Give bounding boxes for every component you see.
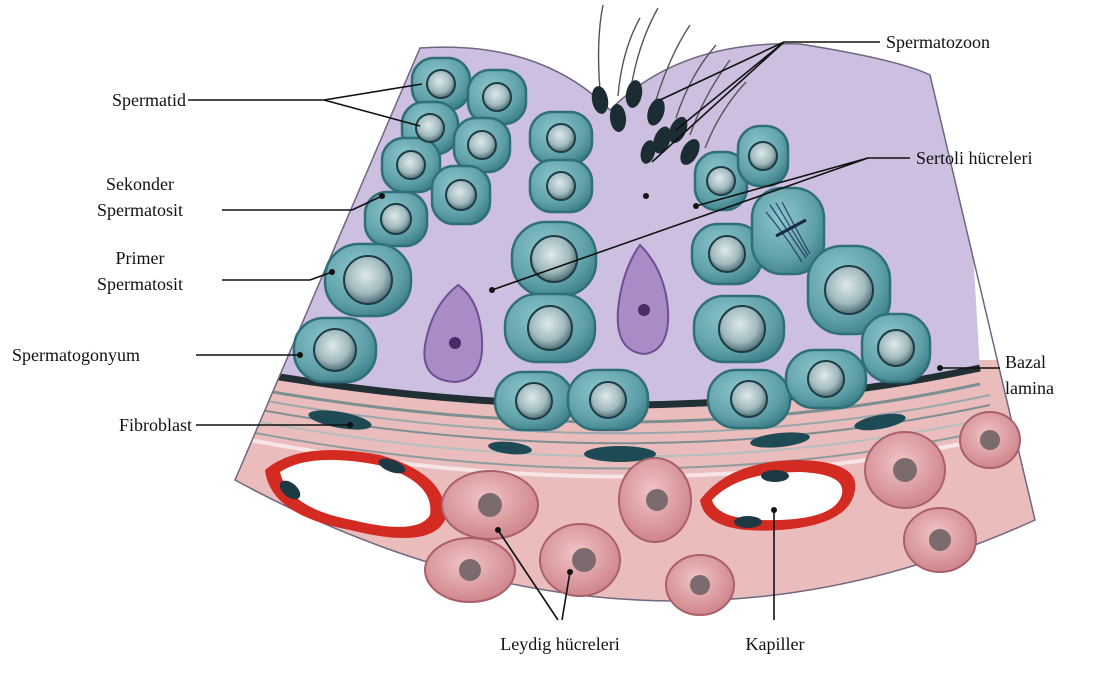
label-spermatid: Spermatid — [40, 88, 186, 112]
label-fibroblast: Fibroblast — [40, 413, 192, 437]
label-spermatozoon: Spermatozoon — [886, 30, 990, 54]
label-kapiller: Kapiller — [730, 632, 820, 656]
label-sekonder-spermatosit-line2: Spermatosit — [60, 198, 220, 222]
label-primer-spermatosit-line2: Spermatosit — [60, 272, 220, 296]
label-leydig-hucreleri: Leydig hücreleri — [470, 632, 650, 656]
label-bazal-lamina-line1: Bazal — [1005, 350, 1046, 374]
label-bazal-lamina-line2: lamina — [1005, 376, 1054, 400]
label-sekonder-spermatosit-line1: Sekonder — [60, 172, 220, 196]
label-primer-spermatosit-line1: Primer — [60, 246, 220, 270]
label-sertoli-hucreleri: Sertoli hücreleri — [916, 146, 1032, 170]
label-spermatogonyum: Spermatogonyum — [12, 343, 140, 367]
